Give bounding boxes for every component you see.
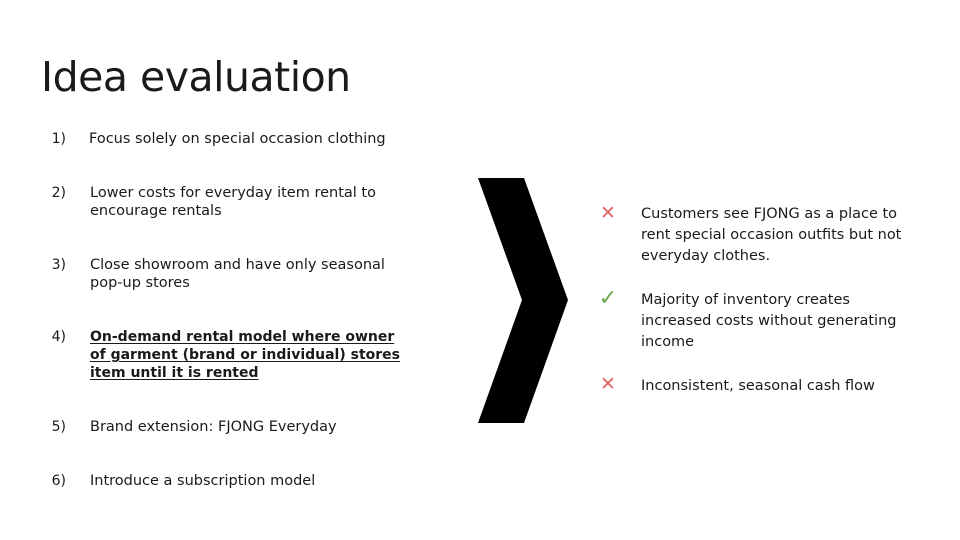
finding-text: Inconsistent, seasonal cash flow — [641, 378, 875, 394]
idea-text: Brand extension: FJONG Everyday — [90, 419, 337, 435]
cross-icon: ✕ — [600, 202, 616, 224]
slide-title: Idea evaluation — [41, 53, 351, 101]
idea-number: 2) — [51, 185, 66, 201]
idea-number: 3) — [51, 257, 66, 273]
chevron-shape — [478, 178, 568, 423]
finding-text: Customers see FJONG as a place to rent s… — [641, 206, 902, 264]
idea-number: 4) — [51, 329, 66, 345]
idea-text: Close showroom and have only seasonal po… — [90, 257, 385, 291]
idea-text: Introduce a subscription model — [90, 473, 316, 489]
idea-text-highlighted: On-demand rental model where owner of ga… — [90, 329, 400, 381]
idea-text: Focus solely on special occasion clothin… — [89, 131, 386, 147]
idea-text: Lower costs for everyday item rental to … — [90, 185, 376, 219]
cross-icon: ✕ — [600, 373, 616, 395]
check-icon: ✓ — [598, 286, 618, 311]
finding-text: Majority of inventory creates increased … — [641, 292, 897, 350]
idea-number: 5) — [51, 419, 66, 435]
idea-number: 6) — [51, 473, 66, 489]
chevron-arrow-icon — [478, 178, 568, 423]
idea-number: 1) — [51, 131, 66, 147]
